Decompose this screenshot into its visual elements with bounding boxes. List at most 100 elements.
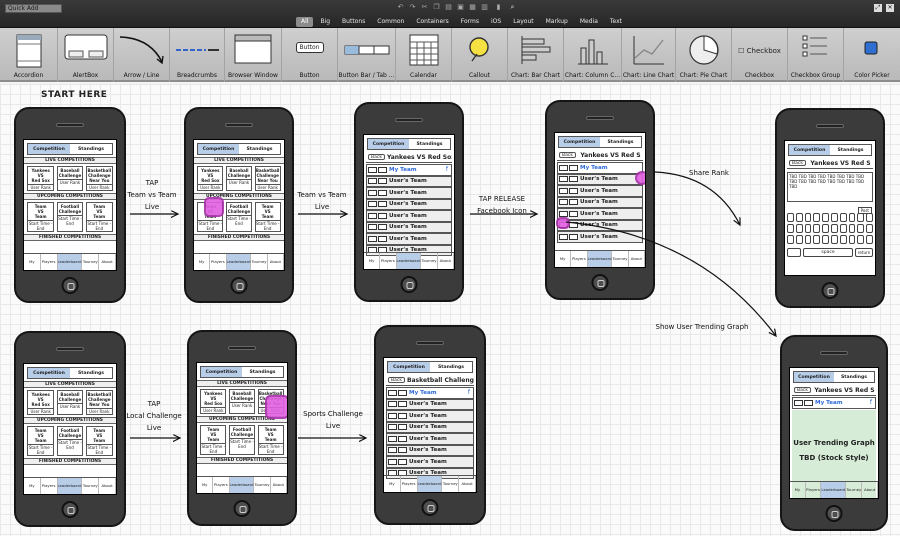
tab-competition[interactable]: Competition [28, 144, 70, 154]
key[interactable] [831, 235, 838, 244]
tabbar-item[interactable]: My Team [555, 251, 572, 267]
leaderboard-row[interactable]: User's Team [366, 187, 452, 199]
tab-layout[interactable]: Layout [513, 18, 534, 25]
library-item-bar-chart[interactable]: Chart: Bar Chart [508, 28, 564, 82]
search-icon[interactable]: ⌕ [510, 3, 515, 11]
key[interactable] [857, 213, 865, 222]
tabbar-item[interactable]: Players [210, 254, 227, 270]
leaderboard-row[interactable]: User's Team [386, 444, 474, 456]
library-item-alertbox[interactable]: AlertBox [58, 28, 114, 82]
back-button[interactable]: Back [559, 152, 576, 158]
leaderboard-row[interactable]: User's Team [557, 185, 643, 197]
tabbar-item[interactable]: Tourney [82, 254, 100, 270]
tab-containers[interactable]: Containers [416, 18, 449, 25]
leaderboard-row[interactable]: User's Team [386, 433, 474, 445]
leaderboard-row[interactable]: User's Team [557, 196, 643, 208]
key[interactable] [787, 213, 794, 222]
facebook-icon[interactable]: f [467, 389, 470, 397]
key[interactable] [866, 235, 873, 244]
key[interactable] [804, 213, 812, 222]
tab-all[interactable]: All [296, 17, 314, 27]
tab-standings[interactable]: Standings [607, 140, 634, 145]
leaderboard-row[interactable]: User's Team [386, 410, 474, 422]
tabbar-item[interactable]: About [99, 478, 116, 494]
back-button[interactable]: Back [368, 154, 385, 160]
duplicate-icon[interactable]: ▣ [457, 3, 464, 11]
tab-competition[interactable]: Competition [794, 372, 834, 382]
back-button[interactable]: Back [794, 387, 811, 393]
tabbar-item[interactable]: My Team [364, 253, 381, 269]
space-key[interactable]: space [803, 248, 853, 257]
delete-icon[interactable]: ▥ [481, 3, 488, 11]
tab-standings[interactable]: Standings [437, 365, 465, 370]
tab-text[interactable]: Text [609, 18, 623, 25]
tab-standings[interactable]: Standings [840, 375, 868, 380]
close-icon[interactable]: ✕ [886, 4, 894, 12]
leaderboard-row[interactable]: User's Team [366, 233, 452, 245]
key[interactable] [831, 213, 838, 222]
tabbar-item[interactable]: Players [401, 476, 418, 492]
tabbar-item[interactable]: Players [806, 482, 822, 498]
leaderboard-row[interactable]: User's Team [366, 175, 452, 187]
key[interactable] [813, 235, 821, 244]
tabbar-item[interactable]: Leaderboard [57, 478, 83, 494]
tab-competition[interactable]: Competition [28, 368, 70, 378]
key[interactable] [822, 235, 829, 244]
key[interactable] [787, 235, 794, 244]
tabbar-item[interactable]: Players [41, 254, 58, 270]
key[interactable] [795, 213, 803, 222]
library-item-breadcrumbs[interactable]: Breadcrumbs [170, 28, 225, 82]
return-key[interactable]: return [855, 248, 873, 257]
tabbar-item[interactable]: Leaderboard [821, 482, 847, 498]
key[interactable] [804, 235, 812, 244]
tabbar-item[interactable]: Players [213, 477, 230, 493]
key[interactable] [839, 213, 847, 222]
leaderboard-row[interactable]: User's Team [366, 198, 452, 210]
library-item-checkbox[interactable]: ☐ Checkbox Checkbox [732, 28, 788, 82]
trash-icon[interactable]: ▮ [496, 3, 501, 11]
back-button[interactable]: Back [388, 377, 405, 383]
library-item-arrow-line[interactable]: Arrow / Line [114, 28, 170, 82]
key[interactable] [866, 224, 873, 233]
key[interactable] [831, 224, 838, 233]
key[interactable] [787, 224, 794, 233]
tabbar-item[interactable]: About [271, 477, 287, 493]
key[interactable] [795, 235, 803, 244]
tabbar-item[interactable]: My Team [24, 478, 41, 494]
tabbar-item[interactable]: Tourney [254, 477, 271, 493]
library-item-callout[interactable]: Callout [452, 28, 508, 82]
leaderboard-row[interactable]: User's Team [386, 456, 474, 468]
tabbar-item[interactable]: Tourney [82, 478, 100, 494]
back-button[interactable]: Back [789, 160, 806, 166]
tab-media[interactable]: Media [579, 18, 598, 25]
tabbar-item[interactable]: My Team [197, 477, 214, 493]
key[interactable] [813, 224, 821, 233]
undo-icon[interactable]: ↶ [397, 3, 404, 11]
fullscreen-icon[interactable]: ⤢ [874, 4, 882, 12]
tab-competition[interactable]: Competition [368, 139, 409, 149]
tabbar-item[interactable]: My Team [384, 476, 401, 492]
library-item-column-chart[interactable]: Chart: Column C... [564, 28, 622, 82]
leaderboard-row[interactable]: My Team [557, 162, 643, 174]
tab-forms[interactable]: Forms [460, 18, 480, 25]
tab-common[interactable]: Common [377, 18, 405, 25]
tab-competition[interactable]: Competition [388, 362, 430, 372]
lock-icon[interactable]: ▦ [469, 3, 476, 11]
